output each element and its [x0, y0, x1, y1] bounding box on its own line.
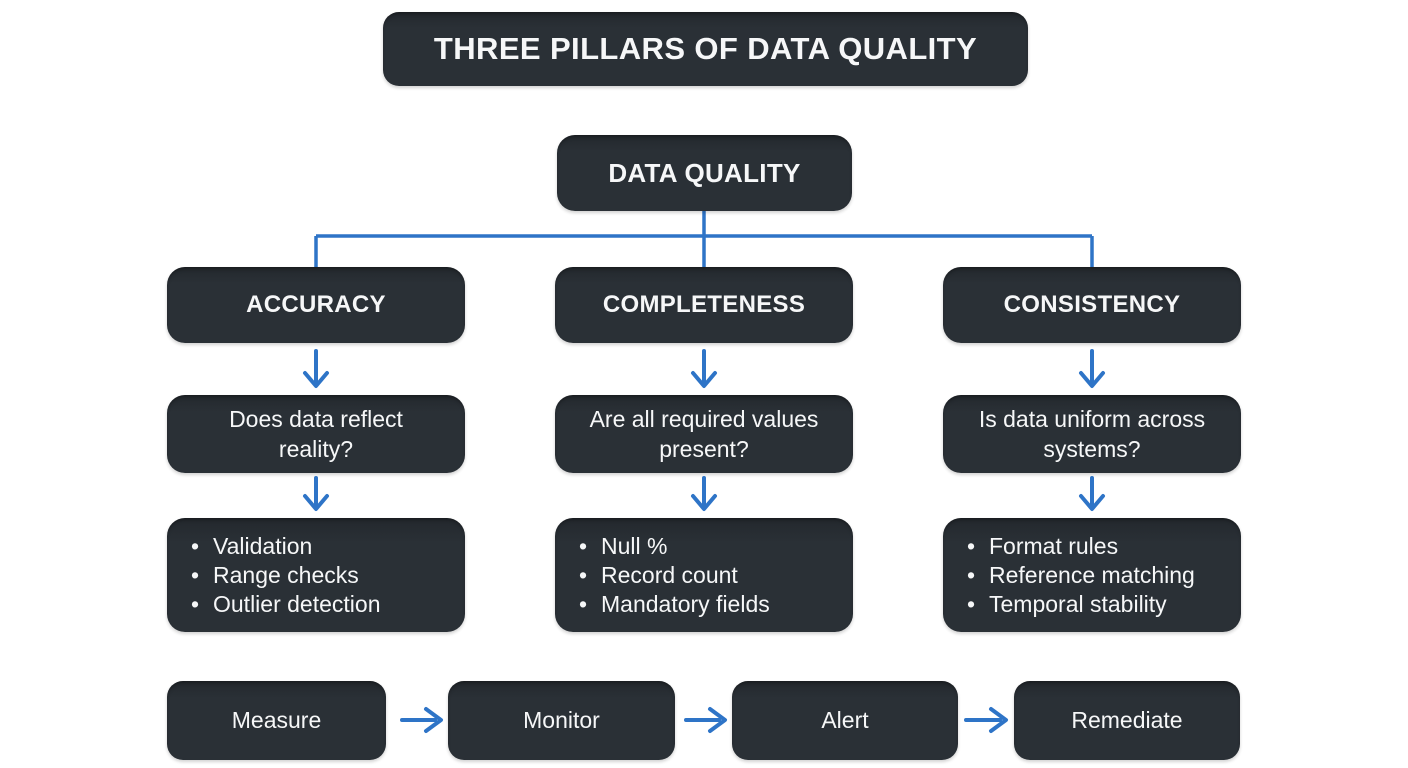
list-item: • Validation — [191, 532, 380, 561]
node-alert: Alert — [732, 681, 958, 760]
node-alert-label: Alert — [821, 707, 869, 733]
list-item: • Format rules — [967, 532, 1195, 561]
node-accuracy-question: Does data reflect reality? — [167, 395, 465, 473]
bullet-icon: • — [579, 532, 588, 559]
node-completeness-label: COMPLETENESS — [602, 291, 806, 318]
node-consistency-label: CONSISTENCY — [1003, 291, 1181, 318]
node-remediate: Remediate — [1014, 681, 1240, 760]
list-item-label: Reference matching — [989, 561, 1195, 588]
node-accuracy-label: ACCURACY — [246, 291, 386, 318]
arrow-accuracy-to-bullets — [303, 476, 329, 511]
list-item: • Temporal stability — [967, 590, 1195, 619]
node-completeness-metrics: • Null % • Record count • Mandatory fiel… — [555, 518, 853, 632]
list-item: • Reference matching — [967, 561, 1195, 590]
diagram-title-label: THREE PILLARS OF DATA QUALITY — [433, 31, 978, 66]
arrow-completeness-to-question — [691, 349, 717, 388]
node-completeness-question: Are all required values present? — [555, 395, 853, 473]
node-consistency: CONSISTENCY — [943, 267, 1241, 343]
arrow-monitor-to-alert — [684, 707, 727, 733]
arrow-consistency-to-bullets — [1079, 476, 1105, 511]
bullet-icon: • — [191, 590, 200, 617]
bullet-icon: • — [191, 561, 200, 588]
bullet-icon: • — [579, 561, 588, 588]
tree-connector — [314, 206, 1094, 270]
arrow-measure-to-monitor — [400, 707, 443, 733]
list-item-label: Range checks — [213, 561, 359, 588]
node-monitor: Monitor — [448, 681, 675, 760]
completeness-question-label: Are all required values present? — [589, 406, 819, 462]
list-item-label: Temporal stability — [989, 590, 1167, 617]
bullet-icon: • — [967, 561, 976, 588]
node-remediate-label: Remediate — [1071, 707, 1183, 733]
node-monitor-label: Monitor — [523, 707, 600, 733]
accuracy-metric-list: • Validation • Range checks • Outlier de… — [191, 530, 380, 620]
bullet-icon: • — [967, 590, 976, 617]
bullet-icon: • — [579, 590, 588, 617]
consistency-metric-list: • Format rules • Reference matching • Te… — [967, 530, 1195, 620]
arrow-alert-to-remediate — [964, 707, 1008, 733]
arrow-accuracy-to-question — [303, 349, 329, 388]
diagram-title: THREE PILLARS OF DATA QUALITY — [383, 12, 1028, 86]
list-item: • Record count — [579, 561, 770, 590]
accuracy-question-label: Does data reflect reality? — [229, 406, 403, 462]
list-item-label: Null % — [601, 532, 668, 559]
node-accuracy-metrics: • Validation • Range checks • Outlier de… — [167, 518, 465, 632]
bullet-icon: • — [967, 532, 976, 559]
completeness-metric-list: • Null % • Record count • Mandatory fiel… — [579, 530, 770, 620]
node-completeness: COMPLETENESS — [555, 267, 853, 343]
list-item: • Outlier detection — [191, 590, 380, 619]
arrow-completeness-to-bullets — [691, 476, 717, 511]
node-measure: Measure — [167, 681, 386, 760]
node-data-quality: DATA QUALITY — [557, 135, 852, 211]
consistency-question-label: Is data uniform across systems? — [978, 406, 1206, 462]
list-item-label: Validation — [213, 532, 313, 559]
node-measure-label: Measure — [231, 707, 322, 733]
node-consistency-metrics: • Format rules • Reference matching • Te… — [943, 518, 1241, 632]
list-item-label: Format rules — [989, 532, 1119, 559]
list-item-label: Record count — [601, 561, 738, 588]
node-data-quality-label: DATA QUALITY — [608, 157, 801, 188]
list-item-label: Outlier detection — [213, 590, 381, 617]
node-accuracy: ACCURACY — [167, 267, 465, 343]
list-item: • Null % — [579, 532, 770, 561]
arrow-consistency-to-question — [1079, 349, 1105, 388]
node-consistency-question: Is data uniform across systems? — [943, 395, 1241, 473]
flow-arrows — [303, 349, 1105, 733]
list-item: • Mandatory fields — [579, 590, 770, 619]
list-item-label: Mandatory fields — [601, 590, 770, 617]
bullet-icon: • — [191, 532, 200, 559]
list-item: • Range checks — [191, 561, 380, 590]
